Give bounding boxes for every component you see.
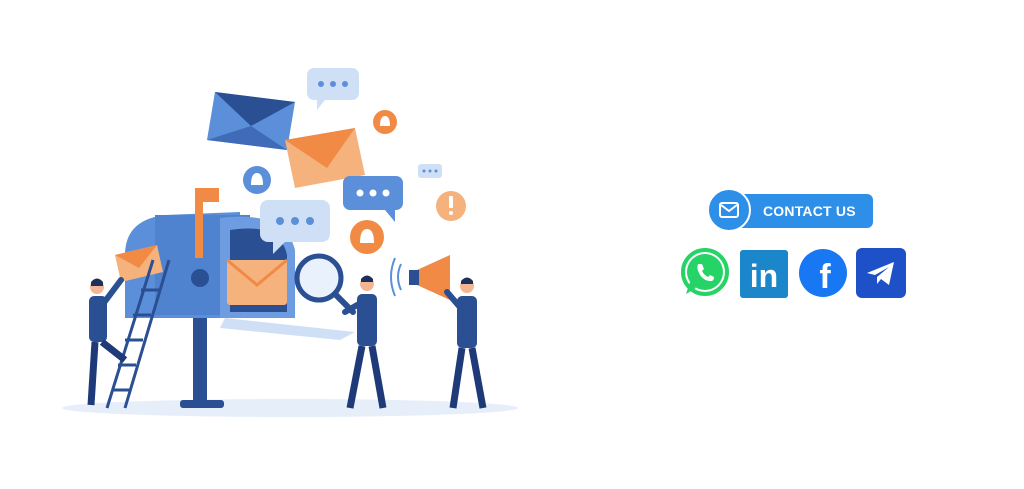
- mail-icon: [707, 188, 751, 232]
- facebook-link[interactable]: f: [798, 248, 848, 298]
- svg-text:f: f: [819, 258, 831, 296]
- chat-bubble-middle: [343, 176, 403, 222]
- ground-shadow: [62, 399, 518, 417]
- mailbox-flag: [195, 188, 219, 202]
- magnifier-icon: [294, 253, 356, 315]
- facebook-icon: f: [799, 249, 847, 297]
- whatsapp-icon: [681, 248, 729, 296]
- contact-us-pill[interactable]: CONTACT US: [731, 194, 873, 228]
- whatsapp-link[interactable]: [680, 248, 730, 298]
- svg-text:in: in: [750, 258, 778, 294]
- mailbox-marketing-illustration: [62, 68, 518, 417]
- mailbox-flag-pole: [195, 188, 203, 258]
- mailbox-lid: [220, 318, 355, 340]
- ladder: [105, 259, 171, 409]
- linkedin-link[interactable]: in: [740, 250, 790, 300]
- mailbox-base: [180, 400, 224, 408]
- mailbox-post: [193, 318, 207, 406]
- chat-bubble-small: [418, 164, 442, 178]
- telegram-link[interactable]: [856, 248, 906, 298]
- envelope-orange-large: [285, 128, 365, 188]
- contact-us-button[interactable]: CONTACT US: [707, 188, 877, 234]
- social-links: in f: [680, 248, 910, 300]
- person-with-megaphone: [444, 277, 487, 409]
- contact-us-label: CONTACT US: [763, 203, 856, 219]
- envelope-orange-small: [115, 245, 163, 282]
- envelope-blue-large: [207, 92, 295, 150]
- person-on-ladder: [87, 277, 128, 406]
- telegram-icon: [856, 248, 906, 298]
- mailbox-knob: [191, 269, 209, 287]
- chat-bubble-left: [260, 200, 330, 254]
- megaphone-icon: [390, 255, 450, 300]
- chat-bubble-top: [307, 68, 359, 110]
- person-with-magnifier: [342, 275, 387, 409]
- linkedin-icon: in: [740, 250, 788, 298]
